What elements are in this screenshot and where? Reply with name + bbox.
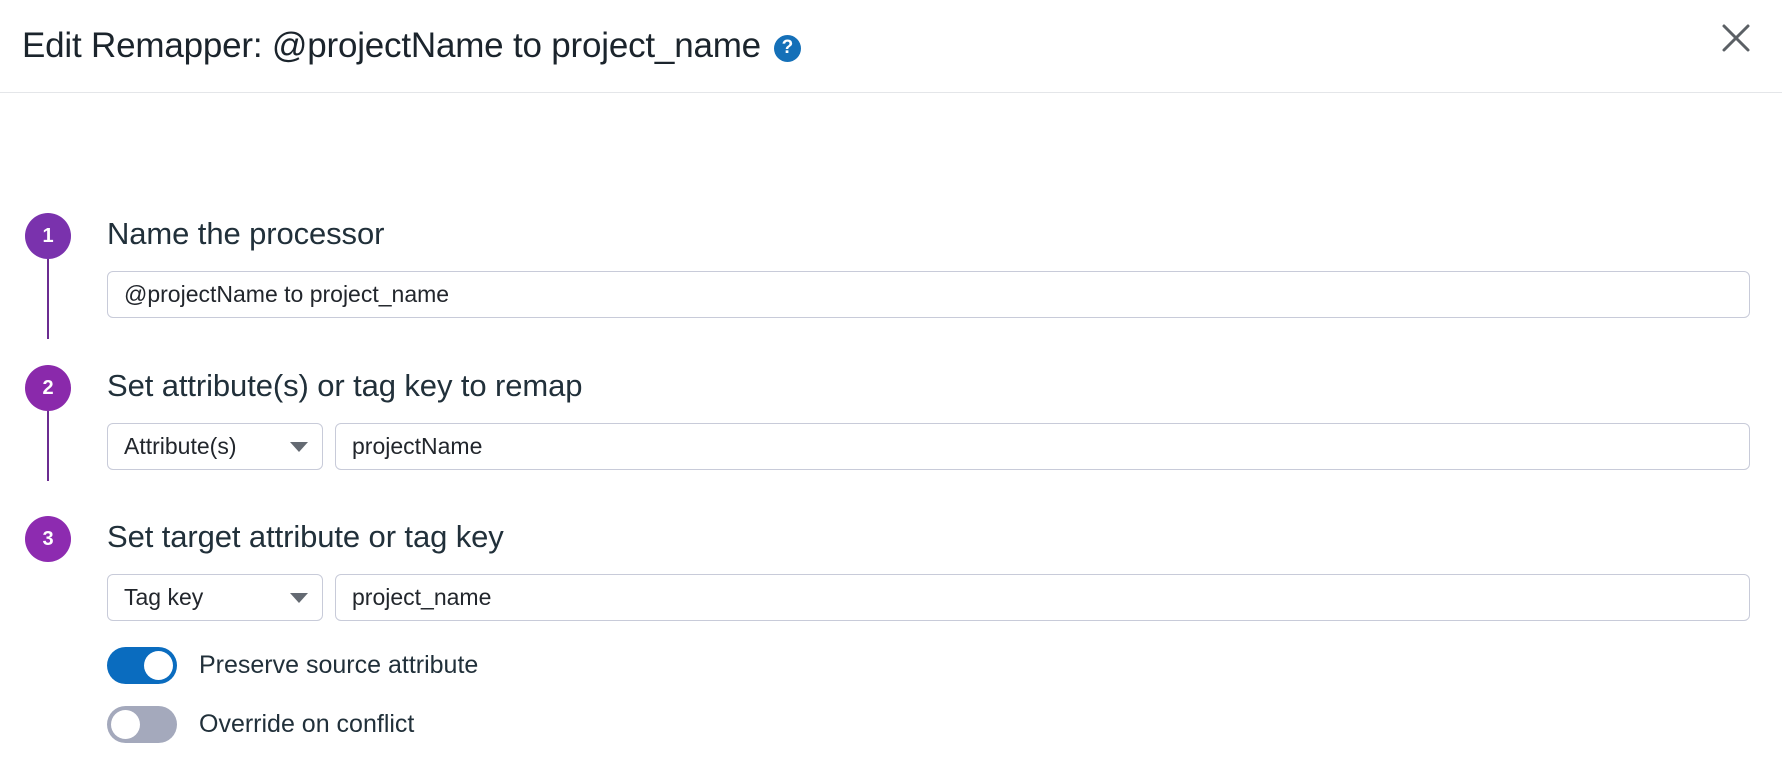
override-on-conflict-row: Override on conflict <box>107 706 1782 743</box>
close-icon <box>1722 24 1750 52</box>
close-button[interactable] <box>1716 18 1756 58</box>
help-circle-icon[interactable]: ? <box>773 35 801 62</box>
source-type-select[interactable]: Attribute(s) <box>107 423 323 470</box>
step-title-1: Name the processor <box>107 216 385 251</box>
step-title-3: Set target attribute or tag key <box>107 519 504 554</box>
step-1-row <box>107 271 1782 318</box>
preserve-source-attribute-label: Preserve source attribute <box>199 651 479 679</box>
step-badge-1: 1 <box>25 213 71 259</box>
step-connector-2 <box>47 411 49 481</box>
step-2: 2 Set attribute(s) or tag key to remap A… <box>0 365 1782 470</box>
toggle-knob <box>144 651 173 680</box>
page-title: Edit Remapper: @projectName to project_n… <box>22 26 761 65</box>
override-on-conflict-toggle[interactable] <box>107 706 177 743</box>
target-attribute-input[interactable] <box>335 574 1750 621</box>
step-3: 3 Set target attribute or tag key Tag ke… <box>0 516 1782 743</box>
toggle-knob <box>111 710 140 739</box>
target-type-select[interactable]: Tag key <box>107 574 323 621</box>
step-2-row: Attribute(s) <box>107 423 1782 470</box>
source-type-select-value: Attribute(s) <box>107 423 323 470</box>
processor-name-input[interactable] <box>107 271 1750 318</box>
step-1: 1 Name the processor <box>0 213 1782 318</box>
step-title-2: Set attribute(s) or tag key to remap <box>107 368 583 403</box>
preserve-source-attribute-row: Preserve source attribute <box>107 647 1782 684</box>
step-connector-1 <box>47 259 49 339</box>
step-3-row: Tag key <box>107 574 1782 621</box>
title-wrap: Edit Remapper: @projectName to project_n… <box>22 26 801 66</box>
help-glyph: ? <box>781 37 794 58</box>
target-type-select-value: Tag key <box>107 574 323 621</box>
source-attribute-input[interactable] <box>335 423 1750 470</box>
override-on-conflict-label: Override on conflict <box>199 710 415 738</box>
preserve-source-attribute-toggle[interactable] <box>107 647 177 684</box>
step-badge-3: 3 <box>25 516 71 562</box>
step-badge-2: 2 <box>25 365 71 411</box>
modal-header: Edit Remapper: @projectName to project_n… <box>0 0 1782 93</box>
